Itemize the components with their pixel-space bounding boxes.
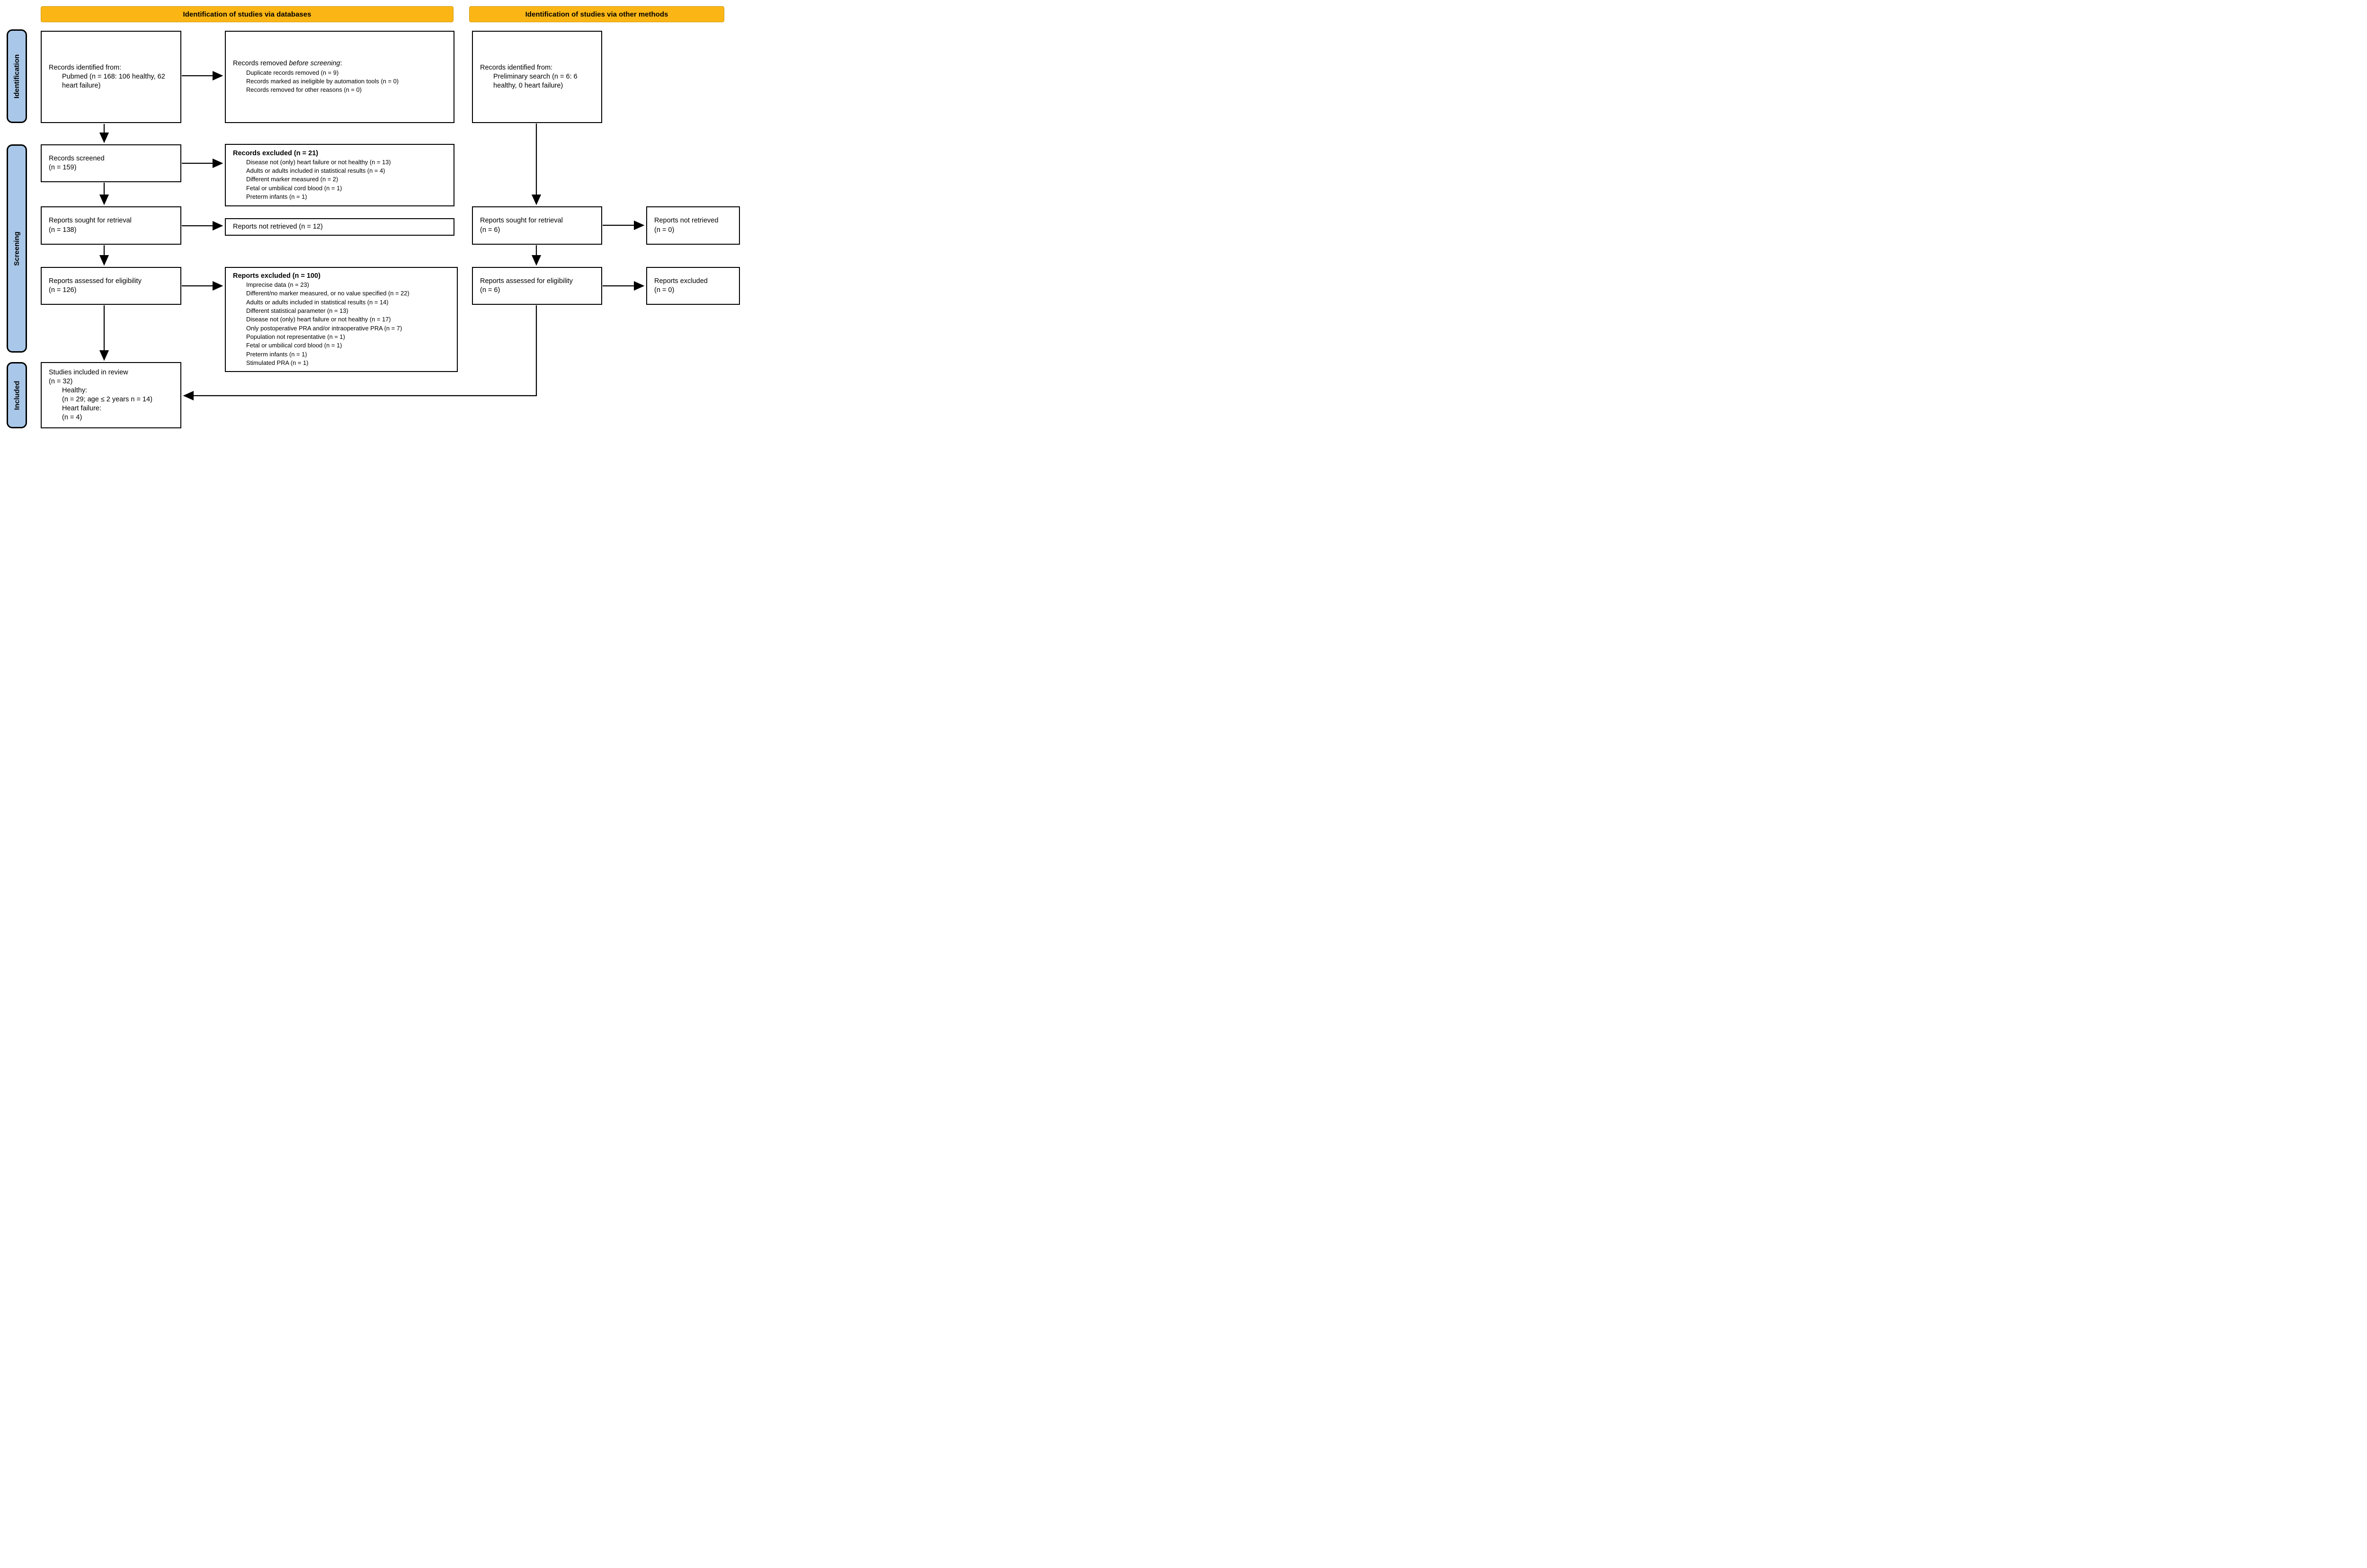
records-excluded-item: Fetal or umbilical cord blood (n = 1) (246, 184, 342, 192)
box-reports-sought-databases: Reports sought for retrieval (n = 138) (41, 206, 181, 245)
reports-assessed-db-count: (n = 126) (49, 286, 77, 294)
records-removed-item: Duplicate records removed (n = 9) (246, 69, 339, 76)
box-reports-excluded-other: Reports excluded (n = 0) (646, 267, 740, 305)
reports-assessed-other-text: Reports assessed for eligibility (480, 277, 573, 285)
box-reports-excluded-databases: Reports excluded (n = 100) Imprecise dat… (225, 267, 458, 372)
reports-excluded-db-item: Different statistical parameter (n = 13) (246, 307, 348, 314)
records-identified-other-detail: Preliminary search (n = 6: 6 healthy, 0 … (493, 72, 578, 90)
stage-screening-label: Screening (13, 231, 21, 266)
studies-included-line1: Studies included in review (49, 369, 128, 377)
reports-assessed-db-text: Reports assessed for eligibility (49, 277, 142, 285)
reports-excluded-db-item: Adults or adults included in statistical… (246, 298, 389, 306)
box-records-identified-databases: Records identified from: Pubmed (n = 168… (41, 31, 181, 123)
records-identified-db-detail: Pubmed (n = 168: 106 healthy, 62 heart f… (62, 72, 165, 90)
box-reports-assessed-databases: Reports assessed for eligibility (n = 12… (41, 267, 181, 305)
box-reports-assessed-other: Reports assessed for eligibility (n = 6) (472, 267, 602, 305)
studies-included-heart-failure-count: (n = 4) (62, 413, 82, 421)
records-removed-heading: Records removed before screening: (233, 59, 450, 68)
reports-excluded-db-item: Stimulated PRA (n = 1) (246, 359, 309, 366)
records-identified-other-heading: Records identified from: (480, 63, 553, 71)
reports-excluded-db-item: Only postoperative PRA and/or intraopera… (246, 324, 402, 332)
records-excluded-item: Disease not (only) heart failure or not … (246, 158, 391, 166)
records-excluded-item: Adults or adults included in statistical… (246, 167, 385, 175)
reports-sought-db-count: (n = 138) (49, 226, 77, 234)
records-excluded-heading: Records excluded (n = 21) (233, 149, 319, 157)
studies-included-healthy-label: Healthy: (62, 387, 88, 395)
box-studies-included: Studies included in review (n = 32) Heal… (41, 362, 181, 428)
banner-other-methods: Identification of studies via other meth… (469, 6, 724, 22)
reports-sought-other-text: Reports sought for retrieval (480, 217, 563, 225)
reports-not-retrieved-db-text: Reports not retrieved (n = 12) (233, 222, 323, 230)
stage-screening: Screening (7, 144, 27, 353)
box-reports-sought-other: Reports sought for retrieval (n = 6) (472, 206, 602, 245)
records-removed-italic: before screening (289, 60, 340, 68)
prisma-flow-diagram: Identification of studies via databases … (0, 0, 742, 434)
box-reports-not-retrieved-databases: Reports not retrieved (n = 12) (225, 218, 454, 236)
records-removed-prefix: Records removed (233, 60, 289, 68)
records-excluded-item: Different marker measured (n = 2) (246, 176, 338, 183)
reports-excluded-db-item: Disease not (only) heart failure or not … (246, 316, 391, 323)
records-screened-text: Records screened (49, 154, 105, 162)
banner-other-methods-label: Identification of studies via other meth… (525, 10, 668, 18)
records-identified-db-heading: Records identified from: (49, 63, 122, 71)
reports-excluded-db-item: Fetal or umbilical cord blood (n = 1) (246, 342, 342, 349)
box-records-excluded: Records excluded (n = 21) Disease not (o… (225, 144, 454, 206)
box-records-screened: Records screened (n = 159) (41, 144, 181, 182)
records-removed-item: Records marked as ineligible by automati… (246, 77, 399, 85)
records-removed-item: Records removed for other reasons (n = 0… (246, 86, 362, 94)
stage-included: Included (7, 362, 27, 428)
reports-sought-other-count: (n = 6) (480, 226, 500, 234)
banner-databases-label: Identification of studies via databases (183, 10, 311, 18)
box-records-identified-other: Records identified from: Preliminary sea… (472, 31, 602, 123)
records-screened-count: (n = 159) (49, 164, 77, 171)
studies-included-healthy-count: (n = 29; age ≤ 2 years n = 14) (62, 396, 152, 403)
stage-identification: Identification (7, 29, 27, 123)
box-reports-not-retrieved-other: Reports not retrieved (n = 0) (646, 206, 740, 245)
stage-identification-label: Identification (13, 54, 21, 98)
reports-excluded-db-heading: Reports excluded (n = 100) (233, 272, 320, 280)
reports-excluded-other-text: Reports excluded (654, 277, 708, 285)
records-excluded-item: Preterm infants (n = 1) (246, 193, 307, 201)
reports-excluded-other-count: (n = 0) (654, 286, 675, 294)
box-records-removed: Records removed before screening: Duplic… (225, 31, 454, 123)
reports-excluded-db-item: Different/no marker measured, or no valu… (246, 290, 409, 297)
records-removed-suffix: : (340, 60, 342, 68)
stage-included-label: Included (13, 381, 21, 410)
reports-sought-db-text: Reports sought for retrieval (49, 217, 132, 225)
reports-excluded-db-item: Imprecise data (n = 23) (246, 281, 309, 288)
studies-included-heart-failure-label: Heart failure: (62, 404, 102, 412)
reports-excluded-db-item: Preterm infants (n = 1) (246, 350, 307, 358)
reports-not-retrieved-other-count: (n = 0) (654, 226, 675, 234)
reports-excluded-db-item: Population not representative (n = 1) (246, 333, 345, 340)
studies-included-line2: (n = 32) (49, 378, 73, 386)
reports-not-retrieved-other-text: Reports not retrieved (654, 217, 719, 225)
reports-assessed-other-count: (n = 6) (480, 286, 500, 294)
banner-databases: Identification of studies via databases (41, 6, 454, 22)
